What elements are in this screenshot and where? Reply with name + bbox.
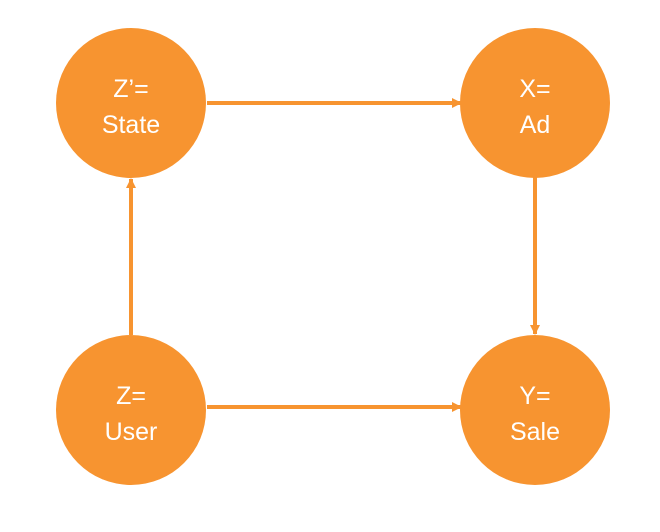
node-z-line2: User — [105, 418, 158, 446]
node-z-prime-line1: Z’= — [113, 75, 148, 103]
node-z-prime-state: Z’= State — [56, 28, 206, 178]
node-z-user: Z= User — [56, 335, 206, 485]
node-z-prime-line2: State — [102, 111, 160, 139]
node-z-line1: Z= — [116, 382, 146, 410]
node-x-line2: Ad — [520, 111, 551, 139]
node-x-line1: X= — [519, 75, 550, 103]
node-x-ad: X= Ad — [460, 28, 610, 178]
node-y-sale: Y= Sale — [460, 335, 610, 485]
node-y-line2: Sale — [510, 418, 560, 446]
node-y-line1: Y= — [519, 382, 550, 410]
